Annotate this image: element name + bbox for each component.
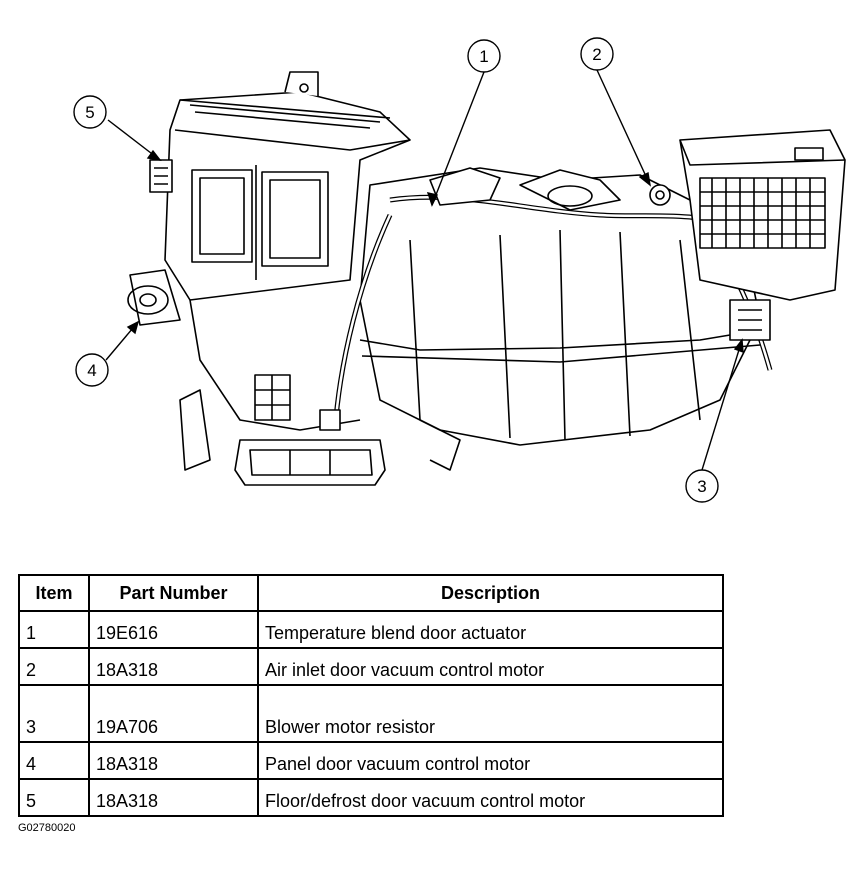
svg-text:4: 4 (87, 361, 96, 380)
leader-lines (105, 69, 744, 471)
table-row: 5 18A318 Floor/defrost door vacuum contr… (18, 778, 724, 817)
table-row: 2 18A318 Air inlet door vacuum control m… (18, 647, 724, 686)
hvac-assembly-illustration: 1 2 3 4 5 (73, 37, 846, 503)
table-header-row: Item Part Number Description (18, 574, 724, 612)
cell-item: 2 (18, 647, 90, 686)
cell-description: Floor/defrost door vacuum control motor (257, 778, 724, 817)
callout-4: 4 (75, 353, 109, 387)
svg-text:5: 5 (85, 103, 94, 122)
table-row: 4 18A318 Panel door vacuum control motor (18, 741, 724, 780)
header-part-number: Part Number (88, 574, 259, 612)
figure-id: G02780020 (18, 822, 76, 834)
svg-text:3: 3 (697, 477, 706, 496)
cell-part-number: 19E616 (88, 610, 259, 649)
table-row: 3 19A706 Blower motor resistor (18, 684, 724, 743)
callout-5: 5 (73, 95, 107, 129)
cell-item: 3 (18, 684, 90, 743)
header-description: Description (257, 574, 724, 612)
svg-text:1: 1 (479, 47, 488, 66)
cell-item: 1 (18, 610, 90, 649)
cell-part-number: 18A318 (88, 778, 259, 817)
cell-item: 4 (18, 741, 90, 780)
cell-part-number: 18A318 (88, 647, 259, 686)
header-item: Item (18, 574, 90, 612)
cell-part-number: 19A706 (88, 684, 259, 743)
cell-part-number: 18A318 (88, 741, 259, 780)
cell-item: 5 (18, 778, 90, 817)
callout-2: 2 (580, 37, 614, 71)
cell-description: Blower motor resistor (257, 684, 724, 743)
svg-text:2: 2 (592, 45, 601, 64)
parts-table: Item Part Number Description 1 19E616 Te… (18, 574, 724, 817)
cell-description: Air inlet door vacuum control motor (257, 647, 724, 686)
hvac-housing-drawing (127, 71, 846, 486)
cell-description: Temperature blend door actuator (257, 610, 724, 649)
table-row: 1 19E616 Temperature blend door actuator (18, 610, 724, 649)
callout-3: 3 (685, 469, 719, 503)
callout-1: 1 (467, 39, 501, 73)
cell-description: Panel door vacuum control motor (257, 741, 724, 780)
